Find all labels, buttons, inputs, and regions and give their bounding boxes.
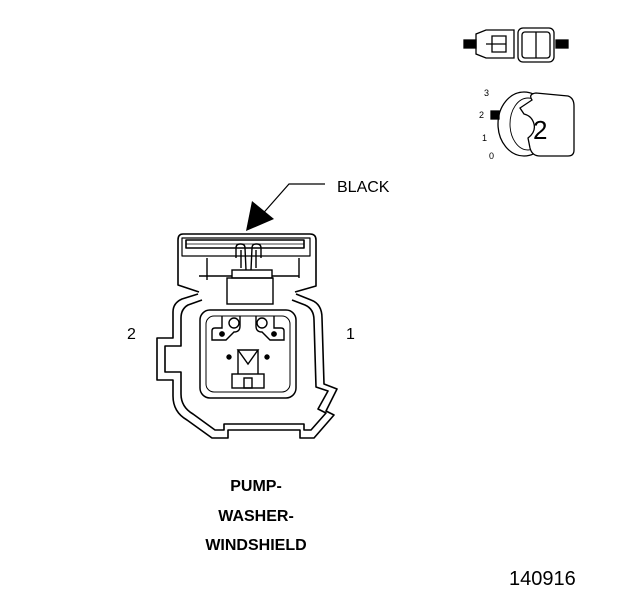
component-name-line-1: PUMP- — [230, 478, 282, 495]
wire-color-label: BLACK — [337, 179, 390, 196]
figure-id: 140916 — [509, 568, 576, 590]
inset-connector-side-view — [463, 27, 569, 63]
polarization-key — [226, 349, 270, 389]
pin-number-right: 1 — [346, 326, 355, 343]
component-name-line-3: WINDSHIELD — [205, 537, 307, 554]
dial-position-2: 2 — [479, 110, 485, 120]
terminal-cavity — [199, 309, 297, 399]
terminal-1 — [255, 316, 285, 341]
callout-arrowhead — [246, 201, 274, 231]
pin-number-left: 2 — [127, 326, 136, 343]
dial-position-0: 0 — [489, 151, 495, 161]
dial-position-3: 3 — [484, 88, 490, 98]
latch-mechanism — [199, 243, 300, 305]
connector-housing — [156, 233, 338, 439]
dial-position-1: 1 — [482, 133, 488, 143]
component-name-line-2: WASHER- — [218, 508, 294, 525]
callout-leader — [258, 183, 325, 219]
dial-key-number: 2 — [533, 115, 548, 145]
inset-position-dial — [490, 91, 575, 157]
terminal-2 — [211, 316, 241, 341]
